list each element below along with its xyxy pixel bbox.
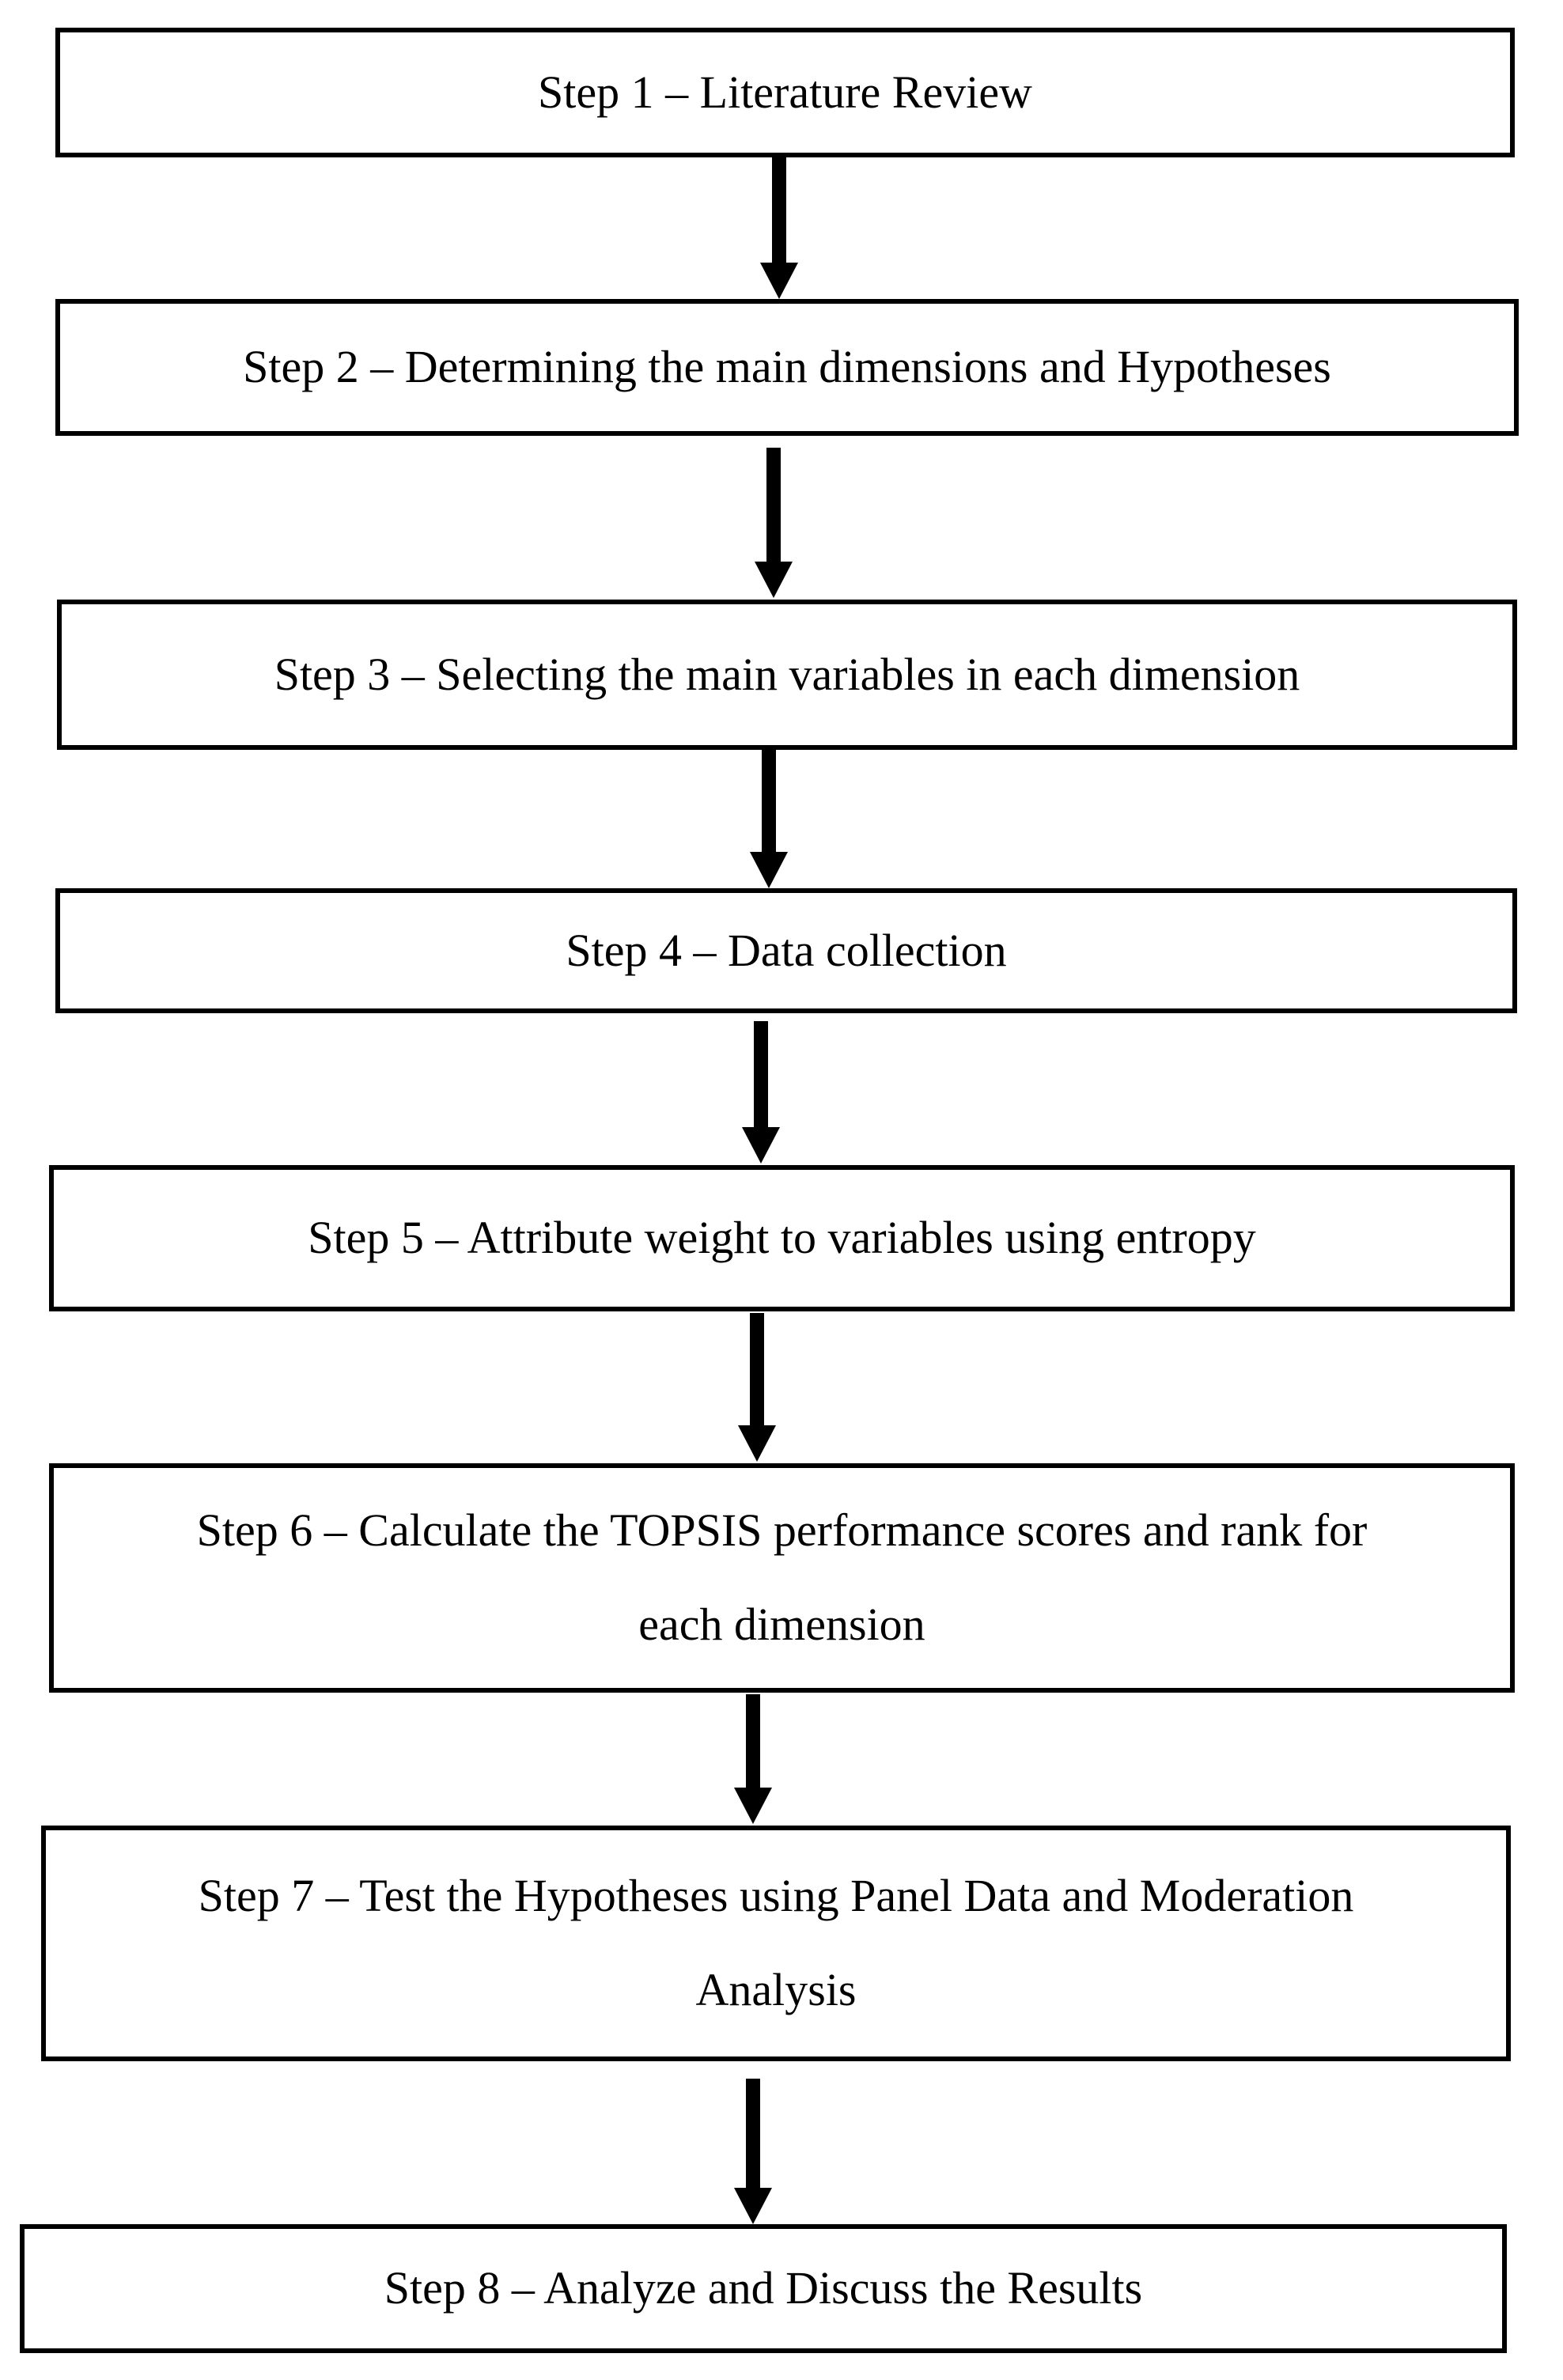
arrow-down-icon — [755, 562, 793, 598]
step-8-box: Step 8 – Analyze and Discuss the Results — [20, 2224, 1507, 2353]
connector-2 — [755, 448, 793, 598]
step-2-label: Step 2 – Determining the main dimensions… — [243, 341, 1331, 393]
arrow-down-icon — [760, 263, 798, 299]
arrow-down-icon — [742, 1127, 780, 1164]
connector-5 — [738, 1313, 776, 1462]
arrow-down-icon — [738, 1425, 776, 1462]
arrow-shaft — [766, 448, 781, 562]
arrow-shaft — [772, 157, 786, 263]
step-1-label: Step 1 – Literature Review — [538, 66, 1032, 118]
arrow-shaft — [754, 1021, 768, 1127]
connector-6 — [734, 1694, 772, 1824]
arrow-down-icon — [734, 1788, 772, 1824]
step-3-label: Step 3 – Selecting the main variables in… — [274, 648, 1300, 700]
connector-1 — [760, 157, 798, 299]
step-4-box: Step 4 – Data collection — [55, 888, 1517, 1013]
arrow-shaft — [750, 1313, 764, 1425]
arrow-shaft — [746, 1694, 760, 1788]
connector-4 — [742, 1021, 780, 1164]
step-5-box: Step 5 – Attribute weight to variables u… — [49, 1165, 1515, 1311]
step-6-box: Step 6 – Calculate the TOPSIS performanc… — [49, 1463, 1515, 1693]
step-3-box: Step 3 – Selecting the main variables in… — [57, 600, 1517, 750]
step-8-label: Step 8 – Analyze and Discuss the Results — [384, 2262, 1143, 2314]
arrow-shaft — [746, 2079, 760, 2188]
step-5-label: Step 5 – Attribute weight to variables u… — [308, 1212, 1256, 1264]
arrow-down-icon — [734, 2188, 772, 2224]
step-4-label: Step 4 – Data collection — [566, 924, 1007, 976]
step-1-box: Step 1 – Literature Review — [55, 28, 1515, 157]
arrow-shaft — [762, 750, 776, 852]
step-7-box: Step 7 – Test the Hypotheses using Panel… — [41, 1826, 1511, 2061]
step-7-label-line-1: Step 7 – Test the Hypotheses using Panel… — [198, 1870, 1354, 1922]
step-6-label-line-2: each dimension — [638, 1599, 925, 1650]
arrow-down-icon — [750, 852, 788, 888]
step-7-label-line-2: Analysis — [695, 1964, 857, 2015]
step-2-box: Step 2 – Determining the main dimensions… — [55, 299, 1519, 436]
connector-3 — [750, 750, 788, 888]
connector-7 — [734, 2079, 772, 2224]
step-6-label-line-1: Step 6 – Calculate the TOPSIS performanc… — [196, 1504, 1368, 1557]
